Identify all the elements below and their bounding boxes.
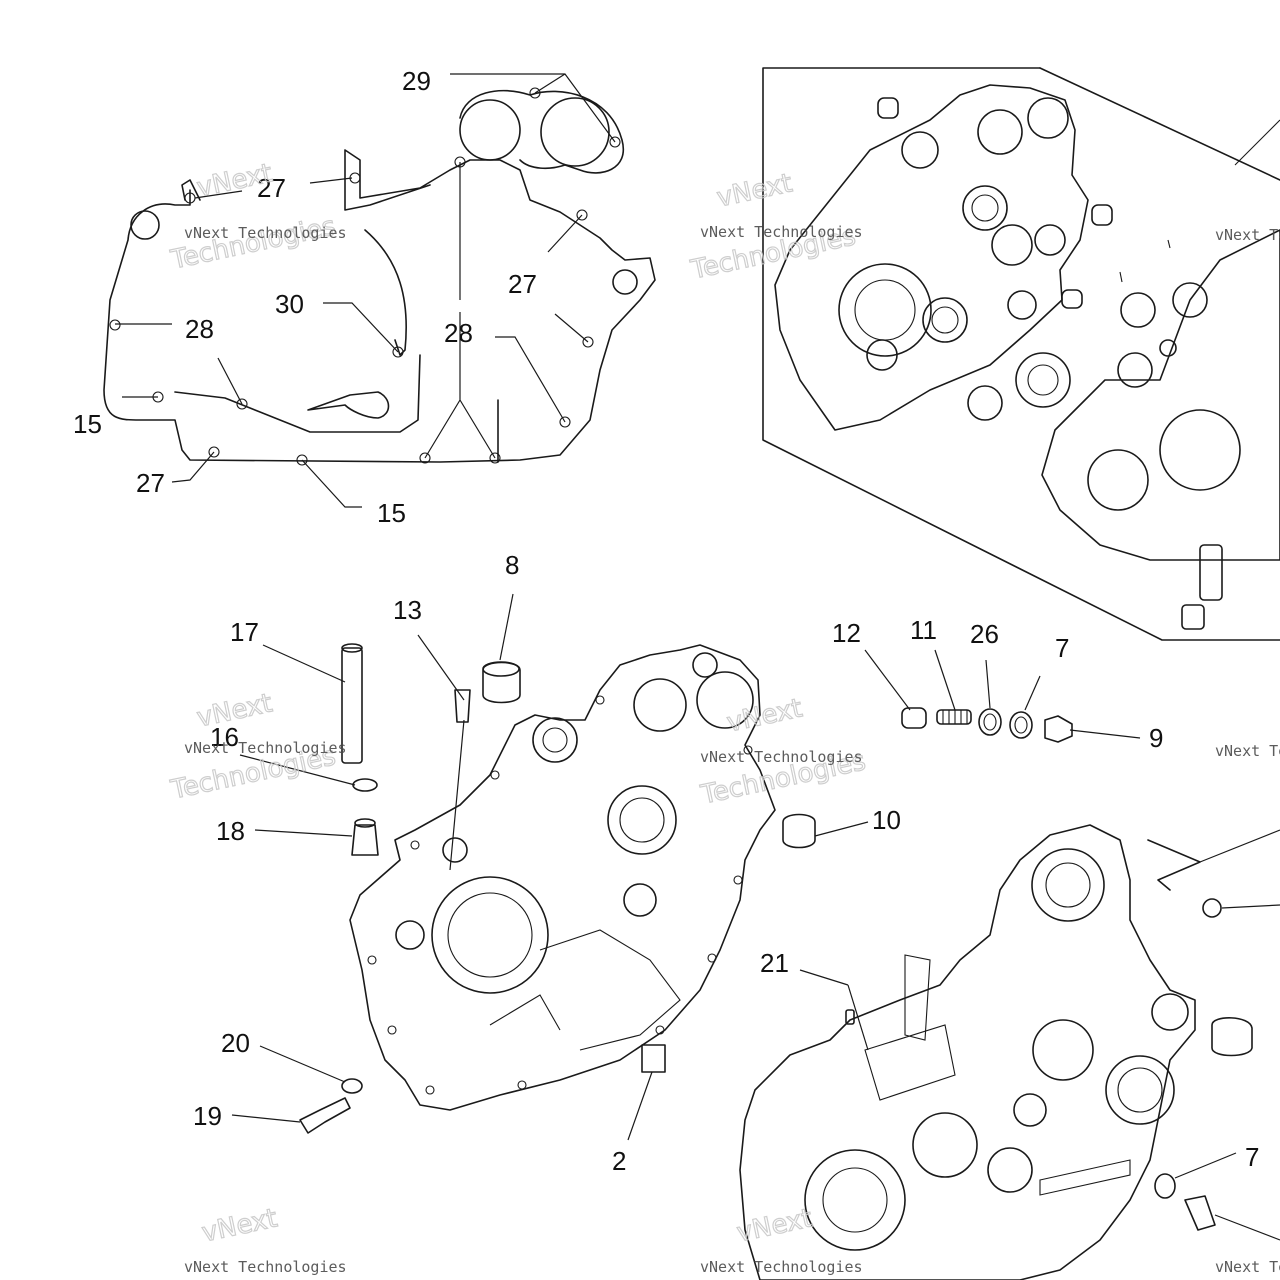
left-crankcase-bolt-holes	[367, 695, 753, 1095]
watermark-text: vNext	[734, 1203, 815, 1248]
callout-7: 7	[1055, 633, 1069, 663]
callout-21: 21	[760, 948, 789, 978]
callout-17: 17	[230, 617, 259, 647]
watermark-text: vNext Technologies	[1215, 1258, 1280, 1276]
callout-20: 20	[221, 1028, 250, 1058]
leader-lines	[115, 73, 1280, 1241]
callout-27: 27	[257, 173, 286, 203]
watermark-text: Technologies	[168, 211, 339, 275]
callout-18: 18	[216, 816, 245, 846]
right-crankcase-half	[739, 824, 1196, 1280]
watermark-text: vNext Technologies	[700, 1258, 863, 1276]
watermark-text: vNext Technologies	[1215, 742, 1280, 760]
callout-12: 12	[832, 618, 861, 648]
callout-15: 15	[73, 409, 102, 439]
left-crankcase-half	[349, 644, 776, 1111]
gasket-drawing	[103, 87, 656, 466]
callout-29: 29	[402, 66, 431, 96]
callout-28: 28	[444, 318, 473, 348]
callout-11: 11	[910, 615, 937, 645]
callout-7: 7	[1245, 1142, 1259, 1172]
callout-2: 2	[612, 1146, 626, 1176]
watermark-text: vNext	[714, 168, 795, 213]
small-parts	[299, 643, 1253, 1231]
callout-30: 30	[275, 289, 304, 319]
watermark-text: vNext Technologies	[184, 739, 347, 757]
callout-15: 15	[377, 498, 406, 528]
callout-10: 10	[872, 805, 901, 835]
crankcase-assembly-inset	[762, 67, 1280, 641]
callout-labels: 29 27 27 30 28 28 15 27 15 8 13 17 16 18…	[73, 66, 1259, 1176]
watermark-text: vNext Technologies	[700, 223, 863, 241]
watermark-text: vNext Technologies	[700, 748, 863, 766]
watermark-text: vNext Technologies	[1215, 226, 1280, 244]
callout-16: 16	[210, 722, 239, 752]
callout-26: 26	[970, 619, 999, 649]
gasket-bolt-holes	[109, 87, 621, 466]
callout-27: 27	[508, 269, 537, 299]
callout-9: 9	[1149, 723, 1163, 753]
watermark-text: vNext Technologies	[184, 224, 347, 242]
watermark-text: vNext Technologies	[184, 1258, 347, 1276]
watermark-text: vNext	[199, 1203, 280, 1248]
watermark-text: vNext	[724, 693, 805, 738]
callout-19: 19	[193, 1101, 222, 1131]
callout-27: 27	[136, 468, 165, 498]
callout-8: 8	[505, 550, 519, 580]
callout-13: 13	[393, 595, 422, 625]
callout-28: 28	[185, 314, 214, 344]
